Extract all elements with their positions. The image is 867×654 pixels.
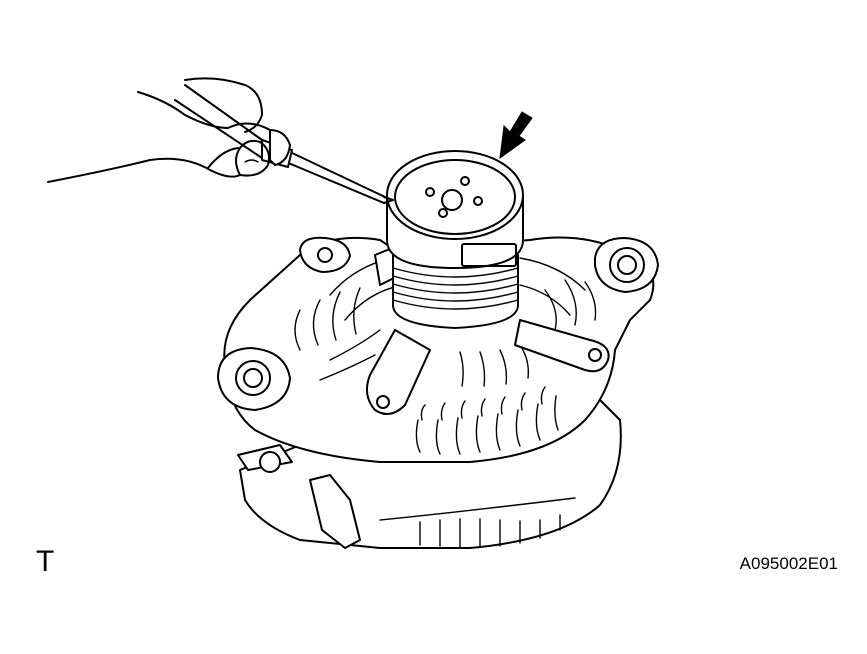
front-bracket <box>365 244 610 415</box>
corner-letter: T <box>36 545 55 578</box>
arrow-marker <box>499 111 533 160</box>
pulley-center-bore <box>441 189 463 211</box>
figure-code: A095002E01 <box>739 554 838 573</box>
screwdriver <box>174 84 394 204</box>
alternator-housing <box>217 236 659 549</box>
pulley-top-face <box>386 150 524 240</box>
pulley <box>386 150 524 329</box>
hand <box>47 77 271 183</box>
